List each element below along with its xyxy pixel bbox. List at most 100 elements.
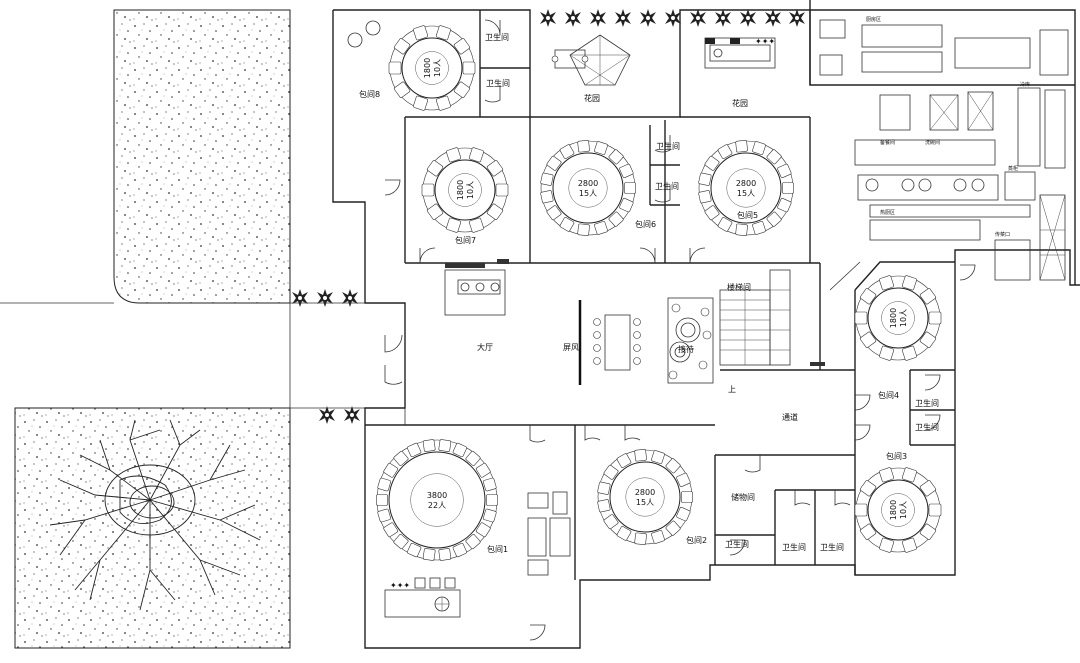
chair	[422, 439, 436, 452]
chair	[624, 182, 636, 194]
chair	[919, 331, 937, 348]
chair	[777, 198, 792, 213]
chair	[453, 38, 471, 55]
table-size-room3: 1800	[889, 500, 898, 520]
chair	[422, 548, 436, 561]
chair	[735, 223, 748, 236]
chair	[901, 275, 917, 291]
label-restroom-r4-top: 卫生间	[915, 398, 939, 408]
chair	[619, 163, 634, 178]
chair	[559, 217, 575, 232]
chair	[453, 81, 471, 98]
garden-furniture: ✦✦✦	[347, 20, 775, 86]
chair	[388, 61, 402, 75]
chair	[597, 499, 611, 513]
chair	[766, 149, 782, 165]
label-room8: 包间8	[359, 89, 380, 99]
chair	[919, 523, 937, 540]
room1-furniture: ✦✦✦	[384, 491, 571, 618]
label-room5: 包间5	[737, 210, 758, 220]
chair	[634, 449, 647, 462]
label-hall: 大厅	[477, 342, 493, 352]
chair	[426, 203, 444, 220]
chair	[676, 507, 691, 522]
chair	[901, 537, 917, 553]
chair	[546, 155, 562, 171]
chair	[486, 494, 498, 506]
chair	[468, 217, 484, 233]
chair	[597, 481, 611, 495]
table-size-room7: 1800	[456, 180, 465, 200]
table-size-room1: 3800	[427, 491, 447, 500]
chair	[475, 522, 491, 538]
chair	[452, 442, 467, 458]
chair	[619, 198, 634, 213]
label-corridor: 通道	[782, 412, 798, 422]
chair	[735, 140, 748, 153]
chair	[546, 205, 562, 221]
chair	[901, 467, 917, 483]
chair	[777, 163, 792, 178]
chair	[608, 149, 624, 165]
kitchen-label-5: 热厨区	[880, 209, 895, 216]
chair	[681, 491, 693, 503]
chair	[879, 467, 895, 483]
chair	[698, 190, 712, 204]
kitchen-label-2: 备餐间	[880, 139, 895, 146]
kitchen: 厨房区 备餐间 洗碗间 冷库 热厨区 蒸柜 传菜口	[819, 16, 1069, 281]
label-restroom-r6-bottom: 卫生间	[655, 181, 679, 191]
kitchen-label-3: 洗碗间	[925, 139, 940, 146]
table-seats-room2: 15人	[636, 498, 654, 507]
chair	[468, 147, 484, 163]
chair	[901, 345, 917, 361]
chair	[376, 494, 388, 506]
table-seats-room8: 10人	[433, 59, 442, 77]
chair	[438, 439, 452, 452]
label-room7: 包间7	[455, 235, 476, 245]
chair	[928, 311, 942, 325]
hall-furniture	[444, 259, 825, 385]
chair	[393, 81, 411, 98]
label-screen: 屏风	[563, 343, 579, 352]
chair	[859, 288, 877, 305]
chair	[752, 141, 766, 155]
chair	[495, 183, 509, 197]
label-storage: 储物间	[731, 492, 755, 502]
chair	[651, 450, 665, 464]
table-seats-room4: 10人	[899, 309, 908, 327]
chair	[616, 453, 632, 468]
walls	[289, 0, 1080, 649]
chair	[393, 38, 411, 55]
chair	[435, 25, 451, 41]
chair	[676, 472, 691, 487]
chair	[665, 520, 681, 536]
kitchen-label-4: 冷库	[1020, 81, 1030, 88]
chair	[665, 458, 681, 474]
chair	[704, 205, 720, 221]
chair	[462, 61, 476, 75]
label-restroom-r8-top: 卫生间	[485, 32, 509, 42]
chair	[377, 508, 391, 523]
chair	[393, 450, 409, 466]
chair	[465, 450, 481, 466]
chair	[475, 462, 491, 478]
chair	[421, 183, 435, 197]
table-seats-room1: 22人	[428, 501, 446, 510]
label-room6: 包间6	[635, 219, 656, 229]
chair	[859, 523, 877, 540]
chair	[859, 331, 877, 348]
label-stair-up: 上	[728, 385, 736, 394]
chair	[752, 221, 766, 235]
chair	[717, 144, 733, 159]
chair	[603, 514, 619, 530]
table-size-room8: 1800	[423, 58, 432, 78]
chair	[616, 526, 632, 541]
chair	[540, 172, 554, 186]
chair	[919, 288, 937, 305]
chair	[698, 172, 712, 186]
